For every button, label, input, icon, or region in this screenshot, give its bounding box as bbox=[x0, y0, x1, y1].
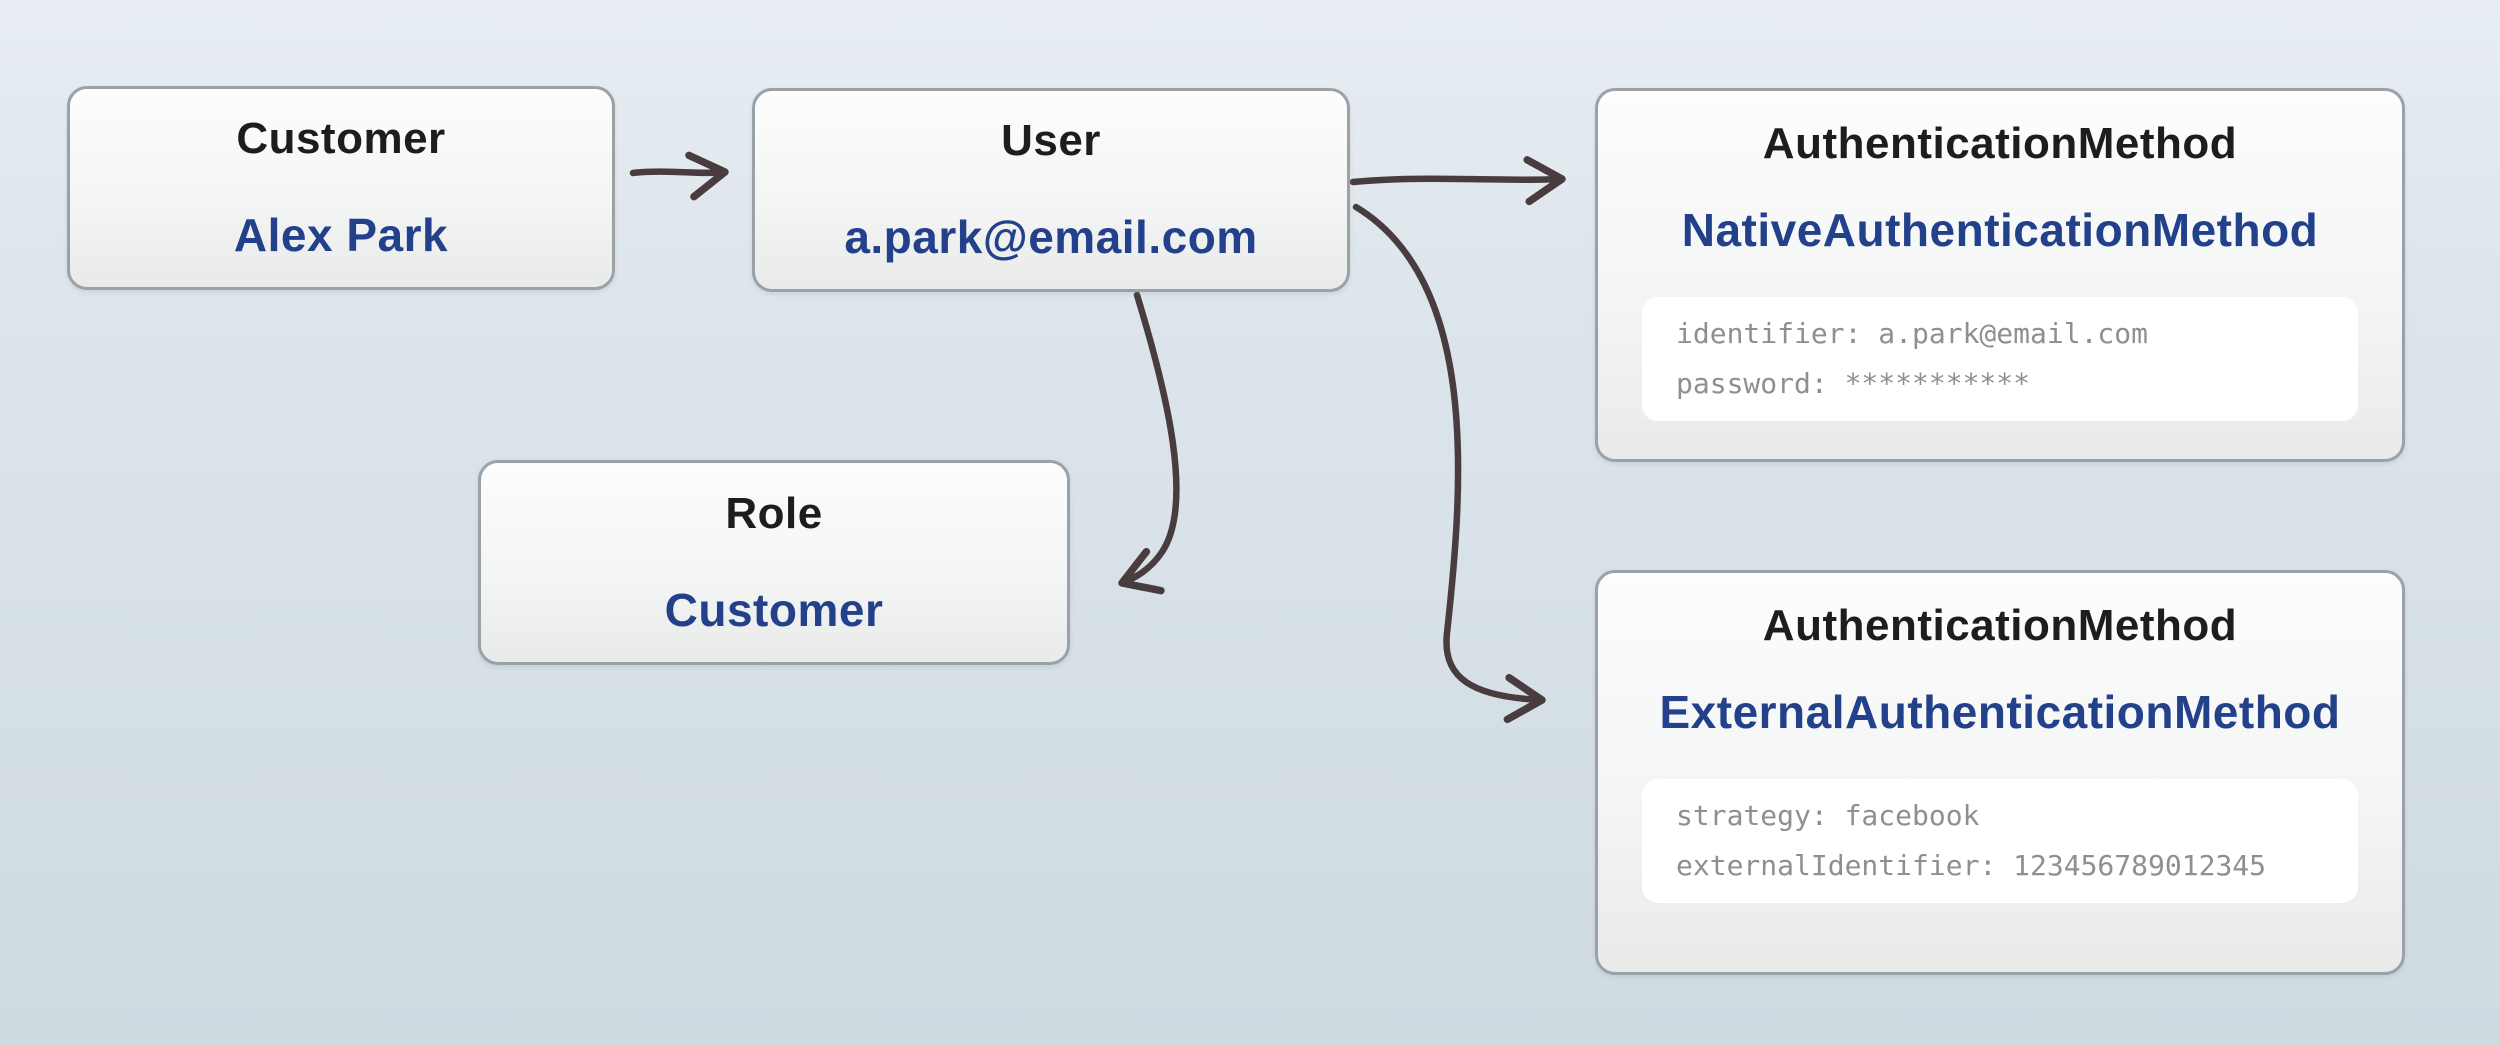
role-instance-value: Customer bbox=[664, 583, 884, 636]
external-auth-entity-label: AuthenticationMethod bbox=[1762, 601, 2238, 650]
node-role: Role Customer bbox=[478, 460, 1070, 665]
node-native-authentication-method: AuthenticationMethod NativeAuthenticatio… bbox=[1595, 88, 2405, 462]
external-auth-strategy-attribute: strategy: facebook bbox=[1676, 799, 1980, 832]
edge-user-to-role bbox=[1118, 291, 1180, 595]
customer-instance-value: Alex Park bbox=[233, 209, 449, 261]
customer-entity-label: Customer bbox=[236, 114, 446, 163]
external-auth-instance-value: ExternalAuthenticationMethod bbox=[1659, 686, 2341, 738]
node-external-authentication-method: AuthenticationMethod ExternalAuthenticat… bbox=[1595, 570, 2405, 975]
external-auth-external-identifier-attribute: externalIdentifier: 123456789012345 bbox=[1676, 849, 2267, 882]
edge-user-to-external-auth bbox=[1352, 203, 1546, 724]
edge-user-to-native-auth bbox=[1349, 156, 1566, 206]
external-auth-attributes-box: strategy: facebook externalIdentifier: 1… bbox=[1642, 779, 2358, 903]
edge-customer-to-user bbox=[629, 151, 729, 201]
native-auth-entity-label: AuthenticationMethod bbox=[1762, 119, 2238, 168]
native-auth-identifier-attribute: identifier: a.park@email.com bbox=[1676, 317, 2149, 350]
user-entity-label: User bbox=[1001, 116, 1101, 165]
native-auth-instance-value: NativeAuthenticationMethod bbox=[1681, 204, 2319, 256]
node-user: User a.park@email.com bbox=[752, 88, 1350, 292]
user-instance-value: a.park@email.com bbox=[844, 211, 1258, 263]
node-customer: Customer Alex Park bbox=[67, 86, 615, 290]
native-auth-attributes-box: identifier: a.park@email.com password: *… bbox=[1642, 297, 2358, 421]
native-auth-password-attribute: password: *********** bbox=[1676, 367, 2031, 400]
role-entity-label: Role bbox=[725, 488, 823, 538]
